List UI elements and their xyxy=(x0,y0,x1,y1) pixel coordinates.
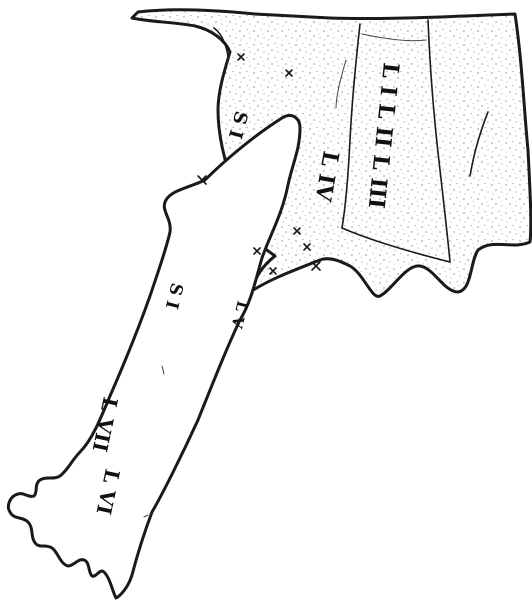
lower-elongated-bone xyxy=(8,116,300,598)
